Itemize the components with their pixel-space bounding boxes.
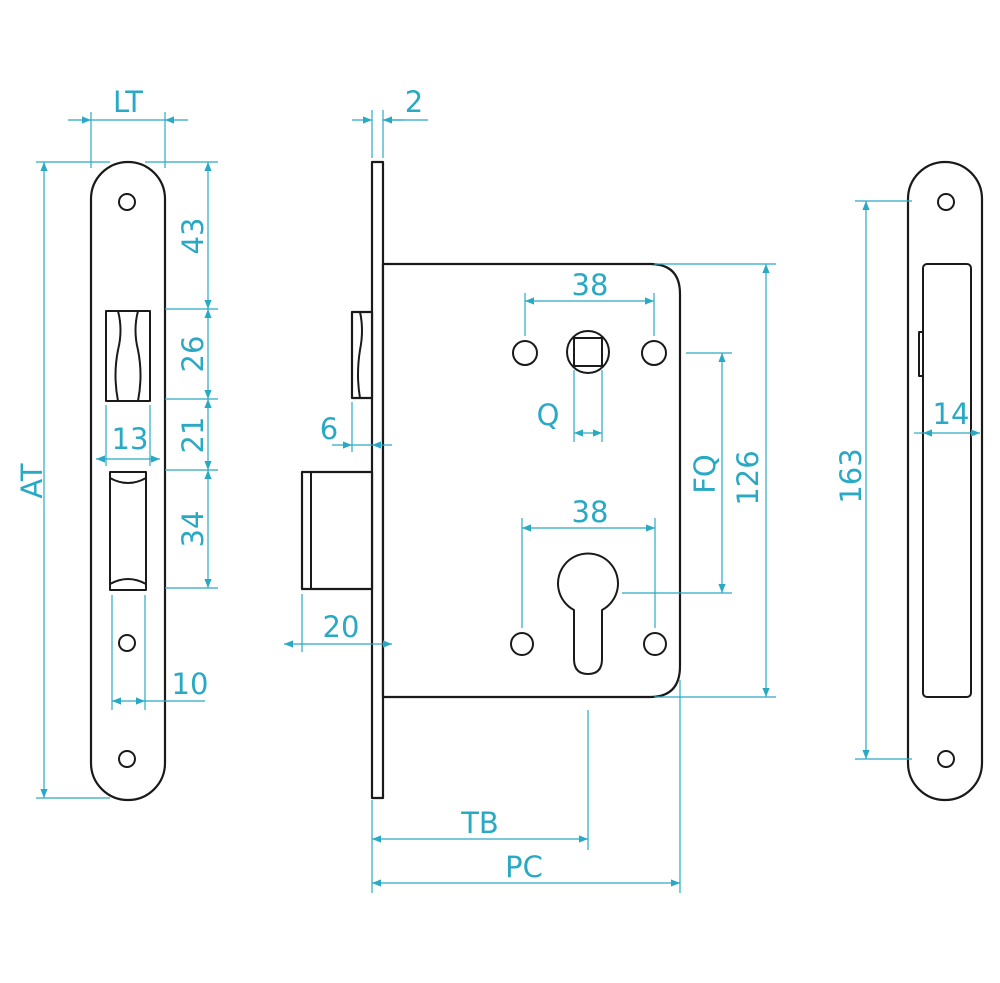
label-latch-width: 13 (112, 422, 149, 456)
label-faceplate-thickness: 2 (405, 85, 423, 119)
label-bolt-height: 34 (176, 511, 210, 548)
label-latch-projection: 6 (320, 412, 338, 446)
label-strike-length: 163 (834, 448, 868, 503)
faceplate-screw-hole-bottom (118, 750, 136, 768)
strike-screw-hole-top (937, 193, 955, 211)
strike-screw-hole-bottom (937, 750, 955, 768)
label-cylinder-center-distance: 38 (572, 495, 609, 529)
faceplate-edge (370, 160, 385, 800)
case-hole-bottom-left (510, 632, 534, 656)
label-faceplate-length: AT (15, 463, 49, 499)
strike-dimensions: 163 14 (834, 200, 980, 760)
strike-tab (918, 331, 924, 377)
label-spindle-to-cylinder: FQ (688, 454, 722, 494)
side-view-dimensions: 2 6 20 38 Q 38 FQ 126 (284, 85, 776, 893)
label-faceplate-width: LT (113, 85, 143, 119)
label-backset: TB (460, 806, 499, 840)
cylinder-hole (557, 552, 619, 675)
label-top-to-latch: 43 (176, 218, 210, 255)
label-case-depth: PC (505, 850, 543, 884)
faceplate-front-view (89, 160, 167, 802)
label-strike-width: 14 (933, 397, 970, 431)
label-case-height: 126 (731, 450, 765, 505)
spindle-hub (566, 330, 610, 374)
label-latch-height: 26 (176, 336, 210, 373)
label-spindle-center-distance: 38 (572, 268, 609, 302)
bolt-opening (109, 471, 147, 591)
label-bolt-width: 10 (172, 667, 209, 701)
deadbolt-side (300, 470, 374, 591)
strike-plate-view (906, 160, 984, 802)
label-latch-to-bolt: 21 (176, 417, 210, 454)
faceplate-outline (89, 160, 167, 802)
label-spindle-size: Q (537, 398, 560, 432)
strike-opening (922, 263, 972, 698)
latch-opening (105, 310, 151, 402)
front-view-dimensions: LT AT 43 26 21 34 13 10 (15, 85, 218, 799)
lock-case (381, 262, 682, 699)
strike-plate-outline (906, 160, 984, 802)
faceplate-screw-hole-middle (118, 634, 136, 652)
lock-side-view (300, 160, 682, 800)
case-hole-left (512, 340, 538, 366)
latch-bolt-side (350, 310, 374, 400)
case-hole-right (641, 340, 667, 366)
label-bolt-projection: 20 (323, 610, 360, 644)
case-hole-bottom-right (643, 632, 667, 656)
faceplate-screw-hole-top (118, 193, 136, 211)
